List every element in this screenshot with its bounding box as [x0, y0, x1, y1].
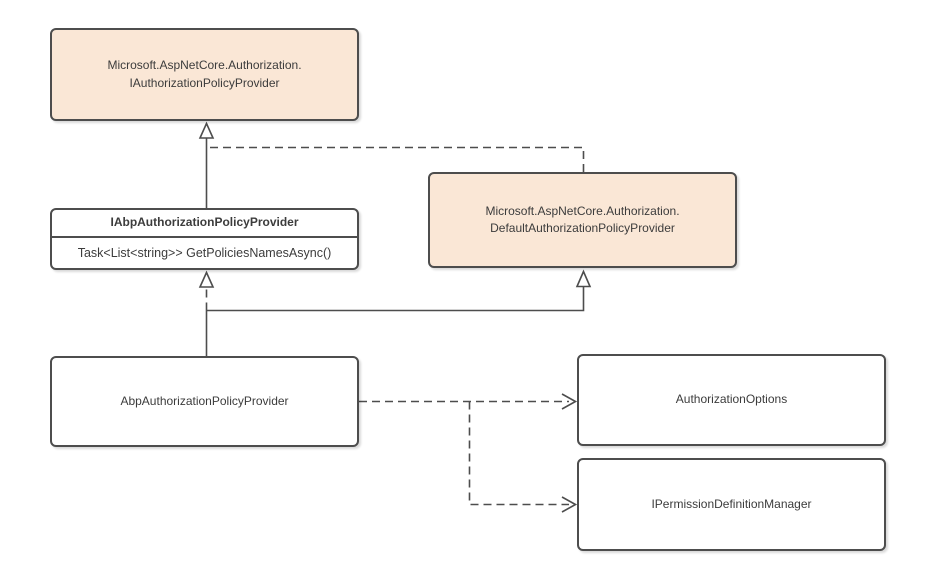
edge-default-implements-iauthorizationpolicyprovider	[207, 146, 585, 172]
node-label: IPermissionDefinitionManager	[651, 496, 812, 511]
node-label: AuthorizationOptions	[675, 392, 788, 407]
node-defaultauthorizationpolicyprovider: Microsoft.AspNetCore.Authorization. Defa…	[428, 172, 737, 268]
node-label-line1: Microsoft.AspNetCore.Authorization.	[485, 203, 680, 218]
dependency-arrowhead-icon	[561, 393, 578, 410]
edge-abp-uses-ipermissiondefinitionmanager	[468, 401, 569, 506]
dependency-arrowhead-icon	[561, 496, 578, 513]
node-authorizationoptions: AuthorizationOptions	[577, 354, 886, 446]
interface-method: Task<List<string>> GetPoliciesNamesAsync…	[77, 245, 332, 260]
node-abpauthorizationpolicyprovider: AbpAuthorizationPolicyProvider	[50, 356, 359, 447]
node-label: Microsoft.AspNetCore.Authorization. Defa…	[485, 203, 679, 238]
realization-arrowhead-icon	[198, 270, 215, 288]
node-label-line2: IAuthorizationPolicyProvider	[129, 75, 280, 90]
node-label-line2: DefaultAuthorizationPolicyProvider	[490, 221, 675, 235]
node-label: AbpAuthorizationPolicyProvider	[120, 393, 289, 408]
generalization-arrowhead-icon	[198, 121, 215, 139]
node-iabpauthorizationpolicyprovider: IAbpAuthorizationPolicyProvider Task<Lis…	[50, 208, 359, 270]
edge-abp-extends-defaultauthorizationpolicyprovider	[206, 286, 585, 312]
node-iauthorizationpolicyprovider: Microsoft.AspNetCore.Authorization. IAut…	[50, 28, 359, 121]
generalization-arrowhead-icon	[575, 269, 592, 288]
node-label: Microsoft.AspNetCore.Authorization. IAut…	[107, 57, 301, 92]
interface-title: IAbpAuthorizationPolicyProvider	[52, 210, 357, 238]
node-ipermissiondefinitionmanager: IPermissionDefinitionManager	[577, 458, 886, 551]
node-label-line1: Microsoft.AspNetCore.Authorization.	[107, 58, 302, 73]
